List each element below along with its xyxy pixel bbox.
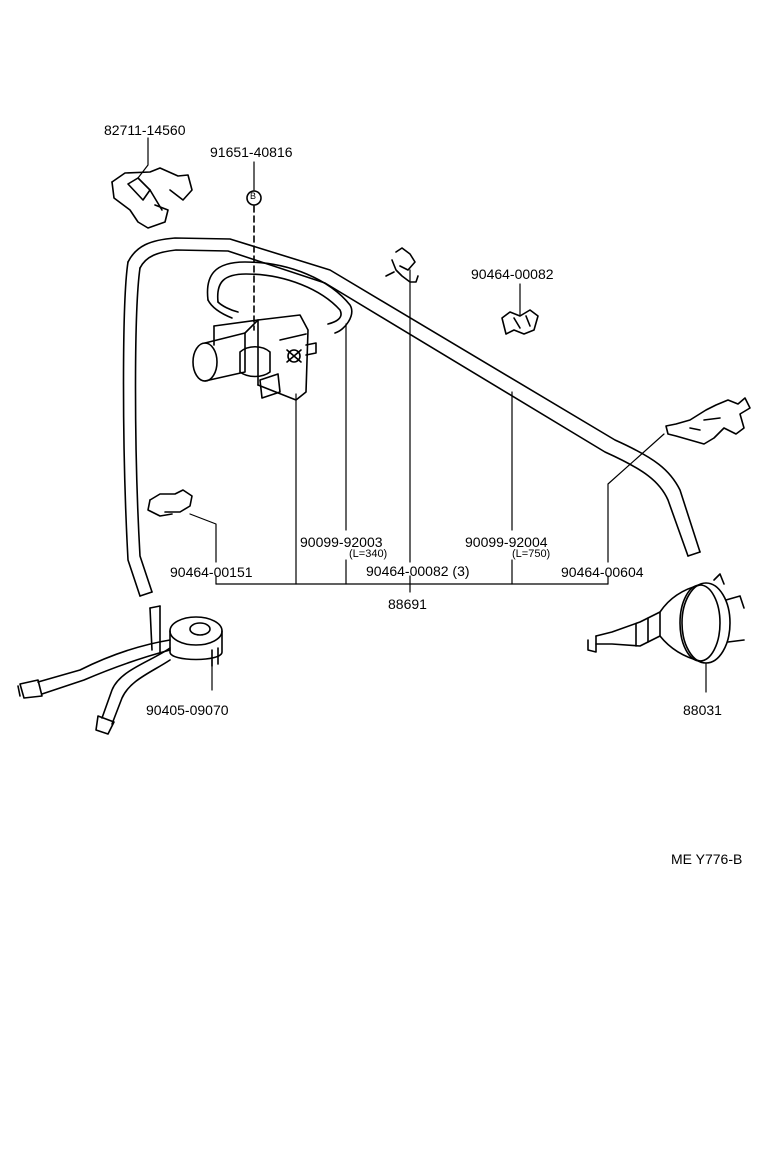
part-label-90099-92004: 90099-92004 bbox=[465, 534, 548, 550]
tee-connector-90405 bbox=[17, 605, 223, 735]
booster-88031 bbox=[587, 573, 745, 664]
clip-90464-00082-hanging bbox=[385, 247, 419, 283]
hose-length-750: (L=750) bbox=[512, 548, 551, 560]
diagram-code: ME Y776-B bbox=[671, 851, 743, 867]
bracket-82711 bbox=[111, 167, 193, 229]
bolt-mark-letter: B bbox=[250, 191, 257, 201]
vacuum-hose-short bbox=[206, 261, 353, 334]
part-label-90464-00082: 90464-00082 bbox=[471, 266, 554, 282]
vacuum-hose-left bbox=[122, 237, 701, 597]
bolt-mark bbox=[246, 190, 262, 331]
part-label-91651-40816: 91651-40816 bbox=[210, 144, 293, 160]
clip-90464-00151 bbox=[147, 489, 193, 517]
part-label-88031: 88031 bbox=[683, 702, 722, 718]
hose-length-340: (L=340) bbox=[349, 548, 388, 560]
part-label-82711-14560: 82711-14560 bbox=[104, 122, 186, 138]
part-label-90099-92003: 90099-92003 bbox=[300, 534, 383, 550]
clip-90464-00604 bbox=[665, 397, 751, 445]
leader-lines bbox=[137, 137, 707, 693]
part-label-90464-00151: 90464-00151 bbox=[170, 564, 253, 580]
part-label-90464-00604: 90464-00604 bbox=[561, 564, 644, 580]
clip-90464-00082 bbox=[501, 309, 539, 335]
part-label-90464-00082-qty3: 90464-00082 (3) bbox=[366, 563, 470, 579]
part-label-90405-09070: 90405-09070 bbox=[146, 702, 229, 718]
part-label-88691: 88691 bbox=[388, 596, 427, 612]
